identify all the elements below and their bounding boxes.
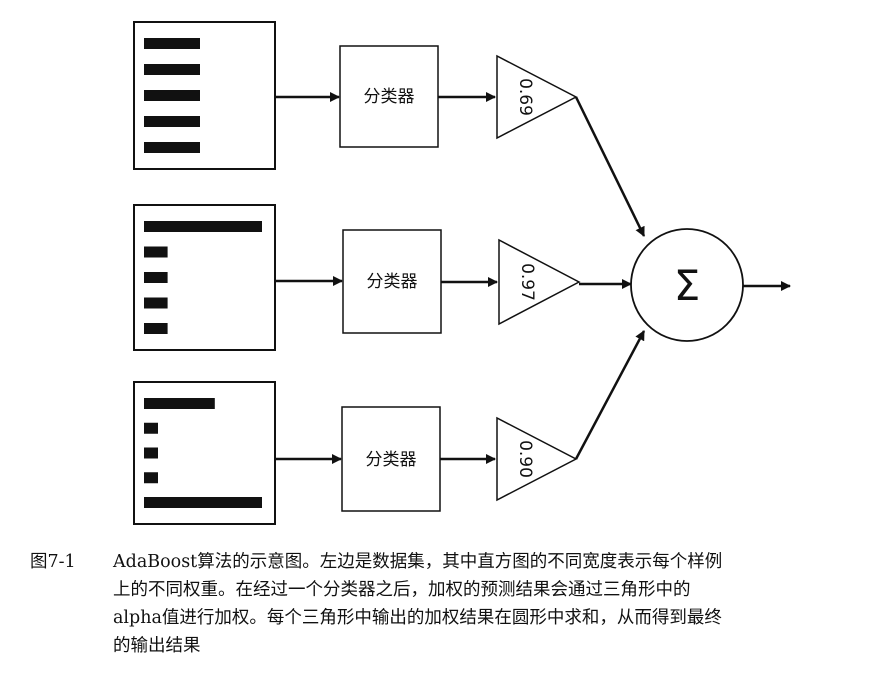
weight-label-1: 0.69 — [515, 78, 535, 116]
dataset-bars-3 — [144, 398, 262, 508]
figure-number: 图7-1 — [30, 552, 76, 572]
pipeline-row-3: 分类器 0.90 — [133, 330, 646, 525]
weight-bar-2-1 — [144, 221, 262, 232]
caption-line-2: 上的不同权重。在经过一个分类器之后，加权的预测结果会通过三角形中的 — [113, 580, 691, 600]
classifier-box-1 — [339, 45, 439, 148]
classifier-label-1: 分类器 — [364, 87, 415, 107]
weight-label-2: 0.97 — [517, 263, 537, 301]
classifier-label-2: 分类器 — [367, 272, 418, 292]
weight-bar-1-3 — [144, 90, 200, 101]
weight-triangle-3 — [496, 416, 578, 502]
weight-bar-1-2 — [144, 64, 200, 75]
weight-bar-1-5 — [144, 142, 200, 153]
classifier-box-3 — [341, 406, 441, 512]
weight-bar-2-4 — [144, 297, 168, 309]
caption-line-3: alpha值进行加权。每个三角形中输出的加权结果在圆形中求和，从而得到最终 — [113, 608, 722, 628]
pipeline-row-2: 分类器 0.97 — [133, 204, 632, 351]
weight-bar-2-3 — [144, 272, 168, 283]
weight-bar-3-4 — [144, 472, 158, 484]
weight-bar-2-2 — [144, 246, 168, 258]
weight-bar-1-4 — [144, 116, 200, 127]
weight-triangle-2 — [498, 238, 581, 326]
arrow-weight-to-sum-1 — [574, 96, 646, 237]
arrow-weight-to-sum-3 — [574, 330, 646, 460]
weight-bar-3-5 — [144, 497, 262, 508]
adaboost-diagram: 分类器 0.69 分类器 0.97 分类器 0.90 Σ — [133, 21, 791, 525]
dataset-bars-2 — [144, 221, 262, 334]
caption-text: AdaBoost算法的示意图。左边是数据集，其中直方图的不同宽度表示每个样例 上… — [113, 548, 883, 660]
weight-bar-3-1 — [144, 398, 215, 409]
weight-bar-1-1 — [144, 38, 200, 49]
weight-bar-2-5 — [144, 323, 168, 334]
sum-symbol: Σ — [674, 261, 701, 310]
weight-bar-3-2 — [144, 422, 158, 434]
weight-label-3: 0.90 — [515, 440, 535, 478]
weight-bar-3-3 — [144, 447, 158, 459]
dataset-bars-1 — [144, 38, 200, 153]
caption-line-1: AdaBoost算法的示意图。左边是数据集，其中直方图的不同宽度表示每个样例 — [113, 552, 723, 572]
pipeline-row-1: 分类器 0.69 — [133, 21, 646, 237]
classifier-label-3: 分类器 — [366, 450, 417, 470]
caption-line-4: 的输出结果 — [113, 636, 201, 656]
weight-triangle-1 — [496, 54, 578, 140]
